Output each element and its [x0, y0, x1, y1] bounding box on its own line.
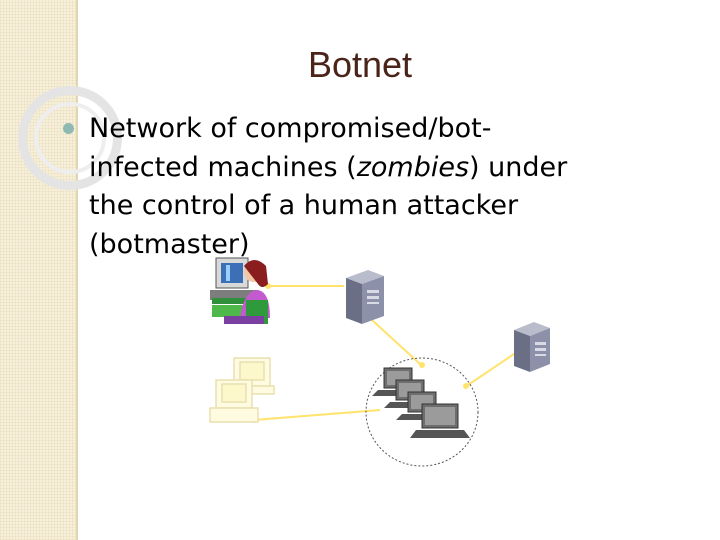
decorative-ring-inner: [34, 102, 106, 174]
person-at-computer-icon: [210, 257, 270, 324]
link-server-zombies: [371, 319, 421, 365]
bullet-line-1: Network of compromised/bot-: [89, 113, 492, 144]
bullet-text: Network of compromised/bot- infected mac…: [89, 110, 649, 264]
link-zombies-monitors: [253, 409, 381, 421]
slide-title: Botnet: [307, 44, 413, 85]
link-server2-zombies: [467, 349, 521, 386]
stacked-monitors-icon: [209, 357, 275, 423]
decorative-ring: [18, 86, 122, 190]
bullet-line-4: (botmaster): [89, 228, 250, 260]
bullet-icon: [63, 123, 74, 134]
connection-lines: [253, 285, 521, 421]
computer-group-icon: [372, 367, 470, 438]
bullet-line-2b: ) under: [469, 151, 568, 183]
server-tower-icon: [346, 270, 384, 324]
server-tower-icon: [514, 322, 550, 372]
bullet-line-2a: infected machines (: [89, 151, 357, 183]
zombie-group-boundary: [365, 357, 479, 467]
bullet-emphasis: zombies: [356, 151, 470, 183]
bullet-line-3: the control of a human attacker: [89, 190, 519, 221]
